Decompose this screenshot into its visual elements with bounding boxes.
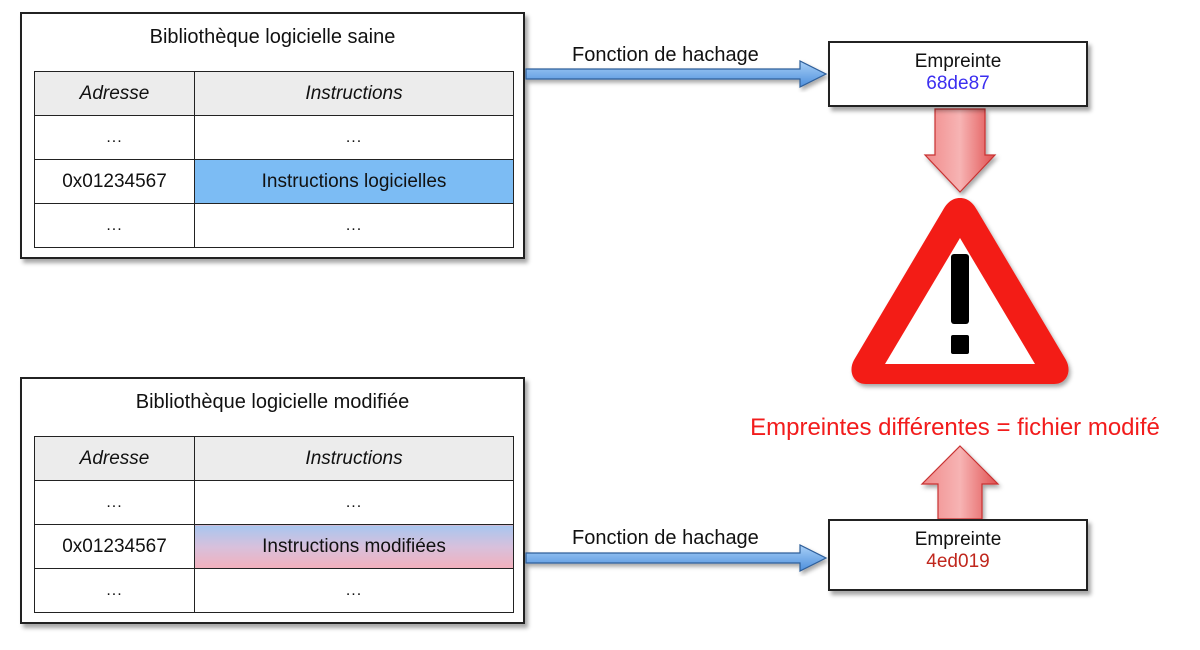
table-row: ... ... <box>34 115 514 160</box>
table-header-row: Adresse Instructions <box>34 71 514 116</box>
hash-function-label: Fonction de hachage <box>572 44 759 66</box>
fingerprint-label: Empreinte <box>914 51 1002 72</box>
address-cell: 0x01234567 <box>34 524 195 569</box>
fingerprint-hash: 68de87 <box>926 73 990 94</box>
modified-library-panel: Bibliothèque logicielle modifiée Adresse… <box>20 377 525 624</box>
instructions-column-header: Instructions <box>194 436 514 481</box>
sane-fingerprint-box: Empreinte 68de87 <box>828 41 1088 107</box>
table-row: 0x01234567 Instructions logicielles <box>34 159 514 204</box>
modified-fingerprint-box: Empreinte 4ed019 <box>828 519 1088 591</box>
address-column-header: Adresse <box>34 71 195 116</box>
sane-library-table: Adresse Instructions ... ... 0x01234567 … <box>34 71 514 248</box>
instructions-cell: ... <box>194 115 514 160</box>
address-column-header: Adresse <box>34 436 195 481</box>
table-header-row: Adresse Instructions <box>34 436 514 481</box>
address-cell: ... <box>34 203 195 248</box>
address-cell: ... <box>34 115 195 160</box>
modified-library-table: Adresse Instructions ... ... 0x01234567 … <box>34 436 514 613</box>
instructions-cell: ... <box>194 480 514 525</box>
arrow-down-icon <box>923 108 997 193</box>
sane-library-title: Bibliothèque logicielle saine <box>149 26 396 48</box>
address-cell: 0x01234567 <box>34 159 195 204</box>
modified-library-title: Bibliothèque logicielle modifiée <box>135 391 410 413</box>
table-row: ... ... <box>34 568 514 613</box>
address-cell: ... <box>34 480 195 525</box>
instructions-column-header: Instructions <box>194 71 514 116</box>
highlighted-instructions-cell: Instructions logicielles <box>194 159 514 204</box>
alert-message: Empreintes différentes = fichier modifé <box>750 414 1160 441</box>
fingerprint-hash: 4ed019 <box>926 551 990 572</box>
arrow-up-icon <box>920 445 1000 520</box>
instructions-cell: ... <box>194 203 514 248</box>
hash-function-label: Fonction de hachage <box>572 527 759 549</box>
instructions-cell: ... <box>194 568 514 613</box>
sane-library-panel: Bibliothèque logicielle saine Adresse In… <box>20 12 525 259</box>
table-row: 0x01234567 Instructions modifiées <box>34 524 514 569</box>
warning-triangle-icon <box>851 198 1069 384</box>
address-cell: ... <box>34 568 195 613</box>
fingerprint-label: Empreinte <box>914 529 1002 550</box>
table-row: ... ... <box>34 203 514 248</box>
table-row: ... ... <box>34 480 514 525</box>
highlighted-instructions-cell: Instructions modifiées <box>194 524 514 569</box>
